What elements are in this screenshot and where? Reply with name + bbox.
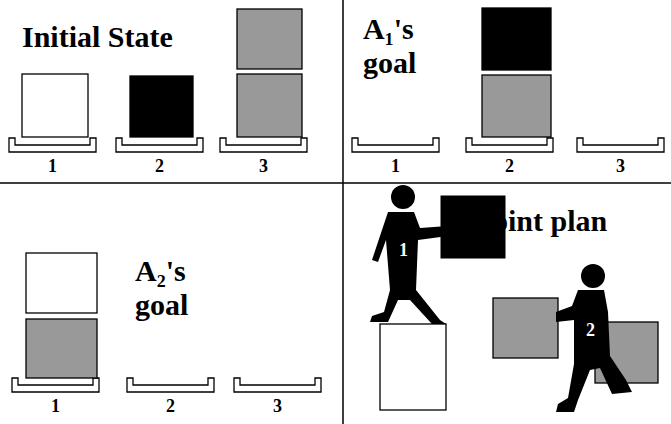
agent-figure xyxy=(370,185,448,324)
carried-block xyxy=(493,298,558,358)
tables xyxy=(9,138,664,392)
plan-title: Joint plan xyxy=(478,204,607,238)
table-number: 3 xyxy=(259,156,268,176)
agent-figure xyxy=(556,264,632,412)
table-number: 3 xyxy=(273,396,282,416)
table-number: 1 xyxy=(391,156,400,176)
table-number: 1 xyxy=(51,396,60,416)
table-number: 1 xyxy=(48,156,57,176)
agent-number: 1 xyxy=(399,240,408,260)
table-number: 3 xyxy=(616,156,625,176)
table-number: 2 xyxy=(505,156,514,176)
agent-number: 2 xyxy=(586,320,595,340)
table-number: 2 xyxy=(155,156,164,176)
table-number: 2 xyxy=(166,396,175,416)
goal-title: A₂'s goal xyxy=(135,254,220,321)
blocks xyxy=(22,8,658,410)
state-title: Initial State xyxy=(22,20,173,54)
goal-title: A₁'s goal xyxy=(363,12,448,79)
